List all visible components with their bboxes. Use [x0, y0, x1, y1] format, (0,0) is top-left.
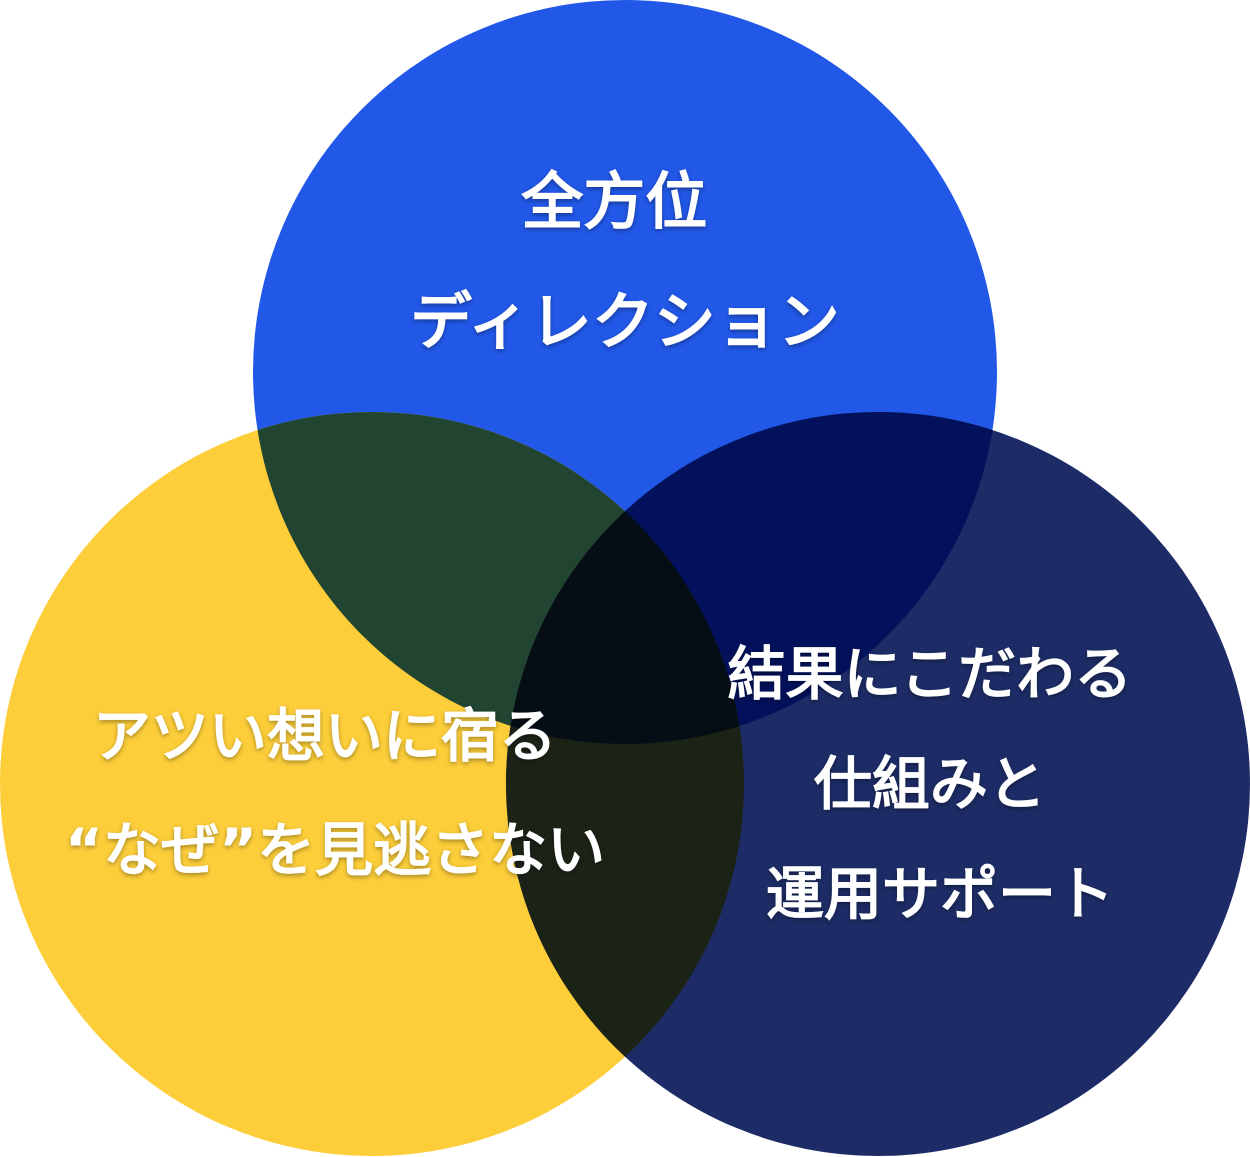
label-left: アツい想いに宿る “なぜ”を見逃さない	[65, 702, 605, 884]
label-top-line: 全方位	[520, 165, 707, 238]
label-right-line: 仕組みと	[814, 750, 1046, 818]
label-right-line: 結果にこだわる	[727, 640, 1132, 708]
label-top: 全方位 ディレクション	[410, 165, 840, 358]
label-right-line: 運用サポート	[766, 860, 1114, 928]
label-left-line: アツい想いに宿る	[93, 702, 557, 770]
overlap-center	[506, 412, 744, 744]
label-top-line: ディレクション	[410, 285, 840, 358]
label-left-line: “なぜ”を見逃さない	[65, 816, 605, 884]
label-right: 結果にこだわる 仕組みと 運用サポート	[727, 640, 1152, 928]
